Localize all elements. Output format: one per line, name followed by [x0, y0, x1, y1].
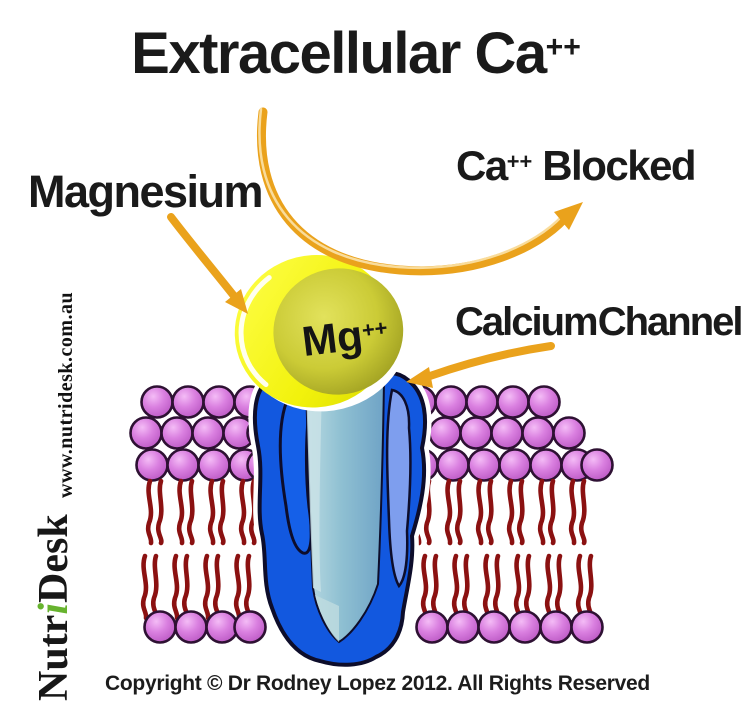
lipid-head	[135, 448, 169, 482]
lipid-head	[197, 448, 231, 482]
magnesium-disc-graphic	[234, 252, 410, 412]
copyright-notice: Copyright © Dr Rodney Lopez 2012. All Ri…	[105, 672, 650, 695]
lipid-tails	[547, 556, 560, 618]
ca-blocked-label: Ca++ Blocked	[456, 142, 697, 190]
page-title: Extracellular Ca++	[0, 20, 712, 87]
lipid-head	[570, 610, 604, 644]
lipid-head	[498, 448, 532, 482]
arrows	[167, 107, 583, 388]
ca-blocked-superscript: ++	[506, 148, 533, 174]
lipid-tails	[179, 481, 192, 543]
brand-logo-part3: Desk	[31, 514, 77, 603]
mg-ion-text: Mg	[299, 311, 366, 366]
magnesium-arrow-shaft	[167, 213, 238, 300]
lipid-head	[191, 416, 225, 450]
lipid-head	[129, 416, 163, 450]
lipid-head	[539, 610, 573, 644]
lipid-head	[434, 385, 468, 419]
lipid-head	[490, 416, 524, 450]
lipid-head	[205, 610, 239, 644]
blocked-curved-arrow	[257, 107, 583, 276]
disc-rim-highlight	[238, 275, 272, 388]
lipid-tails	[205, 556, 218, 618]
lipid-tails	[174, 556, 187, 618]
lipid-tails	[516, 556, 529, 618]
lipid-tails	[423, 556, 436, 618]
lipid-tails	[478, 481, 491, 543]
calcium-channel-arrowhead	[406, 367, 433, 388]
lipid-head	[529, 448, 563, 482]
magnesium-arrowhead	[225, 289, 248, 314]
mg-ion-superscript: ++	[360, 314, 389, 343]
lipid-tails	[236, 556, 249, 618]
ca-blocked-word: Blocked	[542, 142, 696, 189]
lipid-tails	[454, 556, 467, 618]
lipid-head	[160, 416, 194, 450]
lipid-tails	[447, 481, 460, 543]
title-superscript: ++	[545, 31, 581, 65]
lipid-tails	[540, 481, 553, 543]
lipid-tails	[210, 481, 223, 543]
lipid-head	[496, 385, 530, 419]
blocked-arrow-sheen	[258, 107, 564, 270]
lipid-head	[166, 448, 200, 482]
channel-pore-fold	[315, 595, 339, 642]
lipid-head	[465, 385, 499, 419]
brand-website: www.nutridesk.com.au	[55, 291, 77, 498]
lipid-head	[508, 610, 542, 644]
lipid-head	[467, 448, 501, 482]
calcium-channel-arrow-shaft	[426, 342, 555, 380]
lipid-head	[527, 385, 561, 419]
lipid-head	[140, 385, 174, 419]
lipid-tails	[578, 556, 591, 618]
lipid-head	[459, 416, 493, 450]
ca-blocked-text: Ca	[456, 142, 508, 189]
lipid-head	[446, 610, 480, 644]
lipid-head	[521, 416, 555, 450]
calcium-channel-arrow	[406, 342, 555, 388]
lipid-head	[174, 610, 208, 644]
lipid-tails	[509, 481, 522, 543]
lipid-tails	[143, 556, 156, 618]
blocked-arrowhead	[554, 202, 583, 230]
lipid-head	[477, 610, 511, 644]
channel-pore-highlight	[306, 385, 322, 592]
magnesium-label: Magnesium	[28, 166, 264, 217]
lipid-tails	[148, 481, 161, 543]
lipid-head	[171, 385, 205, 419]
lipid-head	[233, 610, 267, 644]
lipid-head	[428, 416, 462, 450]
lipid-head	[436, 448, 470, 482]
lipid-head	[552, 416, 586, 450]
lipid-tails	[571, 481, 584, 543]
brand-logo-part2: i	[31, 603, 77, 615]
lipid-tails	[485, 556, 498, 618]
lipid-head	[202, 385, 236, 419]
lipid-tails	[241, 481, 254, 543]
lipid-head	[580, 448, 614, 482]
calcium-channel-graphic	[248, 366, 432, 672]
disc-face	[273, 268, 404, 395]
title-text: Extracellular Ca	[131, 21, 547, 86]
lipid-head	[143, 610, 177, 644]
lipid-head	[415, 610, 449, 644]
channel-right-subunit	[385, 388, 412, 589]
calcium-channel-label: Calcium Channel	[455, 300, 744, 344]
magnesium-arrow	[167, 213, 248, 314]
